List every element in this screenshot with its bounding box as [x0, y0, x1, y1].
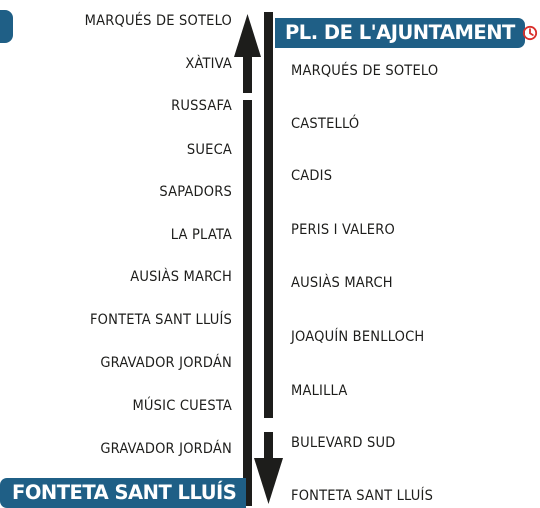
- stop-left: XÀTIVA: [185, 56, 232, 72]
- stop-left: RUSSAFA: [171, 98, 232, 114]
- stop-left: MÚSIC CUESTA: [132, 398, 232, 414]
- stop-right: MALILLA: [291, 383, 348, 399]
- badge-edge: [0, 10, 13, 43]
- stop-right: JOAQUÍN BENLLOCH: [291, 329, 425, 345]
- stop-left: GRAVADOR JORDÁN: [100, 355, 232, 371]
- stop-left: AUSIÀS MARCH: [130, 269, 232, 285]
- stop-left: SAPADORS: [159, 184, 232, 200]
- stop-right: MARQUÉS DE SOTELO: [291, 63, 439, 79]
- stop-left: FONTETA SANT LLUÍS: [89, 312, 232, 328]
- clock-icon: [522, 25, 538, 41]
- stop-right: BULEVARD SUD: [291, 435, 396, 451]
- bottom-terminus-badge: FONTETA SANT LLUÍS: [0, 478, 247, 508]
- stop-right: FONTETA SANT LLUÍS: [291, 488, 434, 504]
- stop-left: LA PLATA: [170, 227, 232, 243]
- stop-right: PERIS I VALERO: [291, 222, 395, 238]
- stop-left: MARQUÉS DE SOTELO: [84, 13, 232, 29]
- up-arrow-icon: [234, 14, 261, 506]
- stop-left: GRAVADOR JORDÁN: [100, 441, 232, 457]
- stop-left: SUECA: [186, 142, 232, 158]
- stop-right: CASTELLÓ: [291, 116, 360, 132]
- stop-right: AUSIÀS MARCH: [291, 275, 393, 291]
- stop-right: CADIS: [291, 168, 333, 184]
- top-terminus-badge: PL. DE L'AJUNTAMENT: [275, 18, 525, 48]
- down-arrow-icon: [254, 12, 283, 504]
